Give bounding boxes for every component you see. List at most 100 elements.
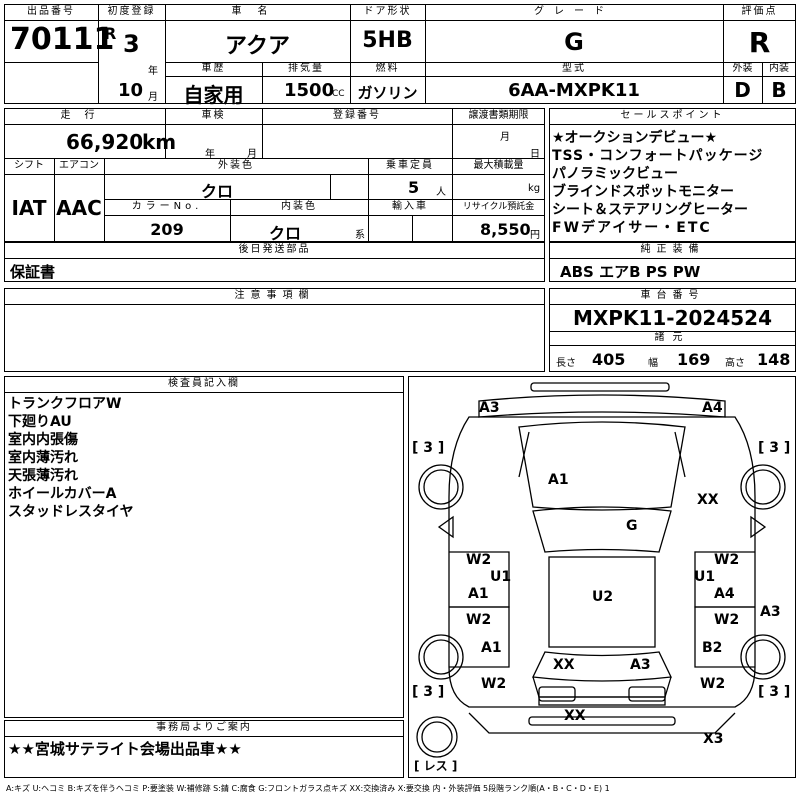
reg-year: 3 <box>123 30 140 58</box>
specs-header: 諸元 <box>654 332 691 343</box>
damage-mark: A3 <box>760 604 781 620</box>
ext-color-header: 外装色 <box>218 160 254 171</box>
mileage-header: 走行 <box>60 110 109 121</box>
score: R <box>748 26 771 59</box>
inspection-year-unit: 年 <box>205 149 215 160</box>
exterior-color: クロ <box>200 182 233 201</box>
notes-box <box>4 288 545 372</box>
year-unit: 年 <box>148 66 158 77</box>
door-header: ドア形状 <box>363 6 412 17</box>
load-unit: kg <box>528 183 541 194</box>
damage-mark: A3 <box>630 657 651 673</box>
inspector-note: ホイールカバーA <box>8 486 117 502</box>
tire-rear-left: [ 3 ] <box>412 684 445 700</box>
inspector-note: トランクフロアW <box>8 396 122 412</box>
sales-point-item: ブラインドスポットモニター <box>552 184 734 200</box>
sales-point-item: ★オークションデビュー★ <box>552 130 718 146</box>
inspector-box <box>4 376 404 718</box>
displacement: 1500 <box>284 80 335 101</box>
damage-diagram <box>408 376 796 778</box>
era-letter: R <box>104 24 117 43</box>
interior-color: クロ <box>268 224 301 243</box>
sales-point-item: TSS・コンフォートパッケージ <box>552 148 764 164</box>
damage-mark: A1 <box>481 640 502 656</box>
sales-point-item: FWデアイサー・ETC <box>552 220 712 236</box>
capacity-header: 乗車定員 <box>386 160 434 171</box>
damage-mark: G <box>626 518 638 534</box>
equipment-box <box>549 242 796 282</box>
damage-mark: A3 <box>479 400 500 416</box>
model-code: 6AA-MXPK11 <box>508 80 640 101</box>
inspector-note: 下廻りAU <box>8 414 72 430</box>
interior-header: 内装 <box>769 63 789 74</box>
lot-no-header: 出品番号 <box>27 6 75 17</box>
cc-unit: CC <box>332 89 345 99</box>
month-unit: 月 <box>148 92 158 103</box>
legend: A:キズ U:ヘコミ B:キズを伴うヘコミ P:要塗装 W:補修跡 S:錆 C:… <box>6 784 610 793</box>
transfer-day-unit: 日 <box>530 149 540 160</box>
details-grid <box>4 108 545 242</box>
tire-rear-right: [ 3 ] <box>758 684 791 700</box>
sales-points-box <box>549 108 796 242</box>
recycle-fee: 8,550 <box>480 220 531 239</box>
car-history: 自家用 <box>183 83 244 107</box>
grade: G <box>564 28 584 56</box>
mileage: 66,920 <box>66 130 144 154</box>
score-header: 評価点 <box>741 6 778 17</box>
damage-mark: A1 <box>548 472 569 488</box>
damage-mark: U2 <box>592 589 614 605</box>
width-label: 幅 <box>648 358 658 369</box>
damage-mark: X3 <box>703 731 724 747</box>
spare-tire: [ レス ] <box>414 759 458 773</box>
damage-mark: U1 <box>490 569 512 585</box>
damage-mark: XX <box>553 657 575 673</box>
interior-grade: B <box>771 78 787 102</box>
damage-mark: A1 <box>468 586 489 602</box>
inspector-note: 室内薄汚れ <box>8 450 78 466</box>
damage-mark: A4 <box>702 400 723 416</box>
later-parts: 保証書 <box>10 263 56 281</box>
office-header: 事務局よりご案内 <box>156 722 252 733</box>
length: 405 <box>592 350 626 369</box>
history-header: 車歴 <box>201 63 226 74</box>
color-number: 209 <box>150 220 184 239</box>
notes-header: 注意事項欄 <box>234 290 315 301</box>
sales-points-header: セールスポイント <box>620 110 725 121</box>
import-header: 輸入車 <box>392 201 428 212</box>
height: 148 <box>757 350 791 369</box>
interior-color-unit: 系 <box>355 230 365 241</box>
color-no-header: カラーNo. <box>131 201 203 212</box>
damage-mark: W2 <box>714 612 740 628</box>
lot-number: 70111 <box>10 22 115 57</box>
later-parts-box <box>4 242 545 282</box>
damage-mark: B2 <box>702 640 723 656</box>
model-header: 型式 <box>562 63 586 74</box>
chassis-number: MXPK11-2024524 <box>572 306 773 330</box>
damage-mark: W2 <box>466 612 492 628</box>
grade-header: グレード <box>534 6 614 17</box>
damage-mark: W2 <box>714 552 740 568</box>
recycle-header: リサイクル預託金 <box>462 202 535 212</box>
displacement-header: 排気量 <box>288 63 324 74</box>
inspection-header: 車検 <box>201 110 226 121</box>
transfer-month-unit: 月 <box>500 132 510 143</box>
damage-mark: XX <box>697 492 719 508</box>
door-type: 5HB <box>362 28 413 53</box>
damage-mark: XX <box>564 708 586 724</box>
car-name-header: 車名 <box>231 6 284 17</box>
capacity-unit: 人 <box>436 187 446 198</box>
reg-no-header: 登録番号 <box>333 110 381 121</box>
sales-point-item: シート＆ステアリングヒーター <box>552 202 748 218</box>
later-parts-header: 後日発送部品 <box>238 244 311 255</box>
chassis-box <box>549 288 796 372</box>
damage-mark: W2 <box>700 676 726 692</box>
yen-unit: 円 <box>530 230 540 241</box>
damage-mark: W2 <box>481 676 507 692</box>
length-label: 長さ <box>556 358 576 369</box>
shift: IAT <box>11 196 47 220</box>
office-note: ★★宮城サテライト会場出品車★★ <box>8 740 242 758</box>
tire-front-right: [ 3 ] <box>758 440 791 456</box>
damage-mark: A4 <box>714 586 735 602</box>
height-label: 高さ <box>725 358 745 369</box>
exterior-header: 外装 <box>732 63 753 74</box>
